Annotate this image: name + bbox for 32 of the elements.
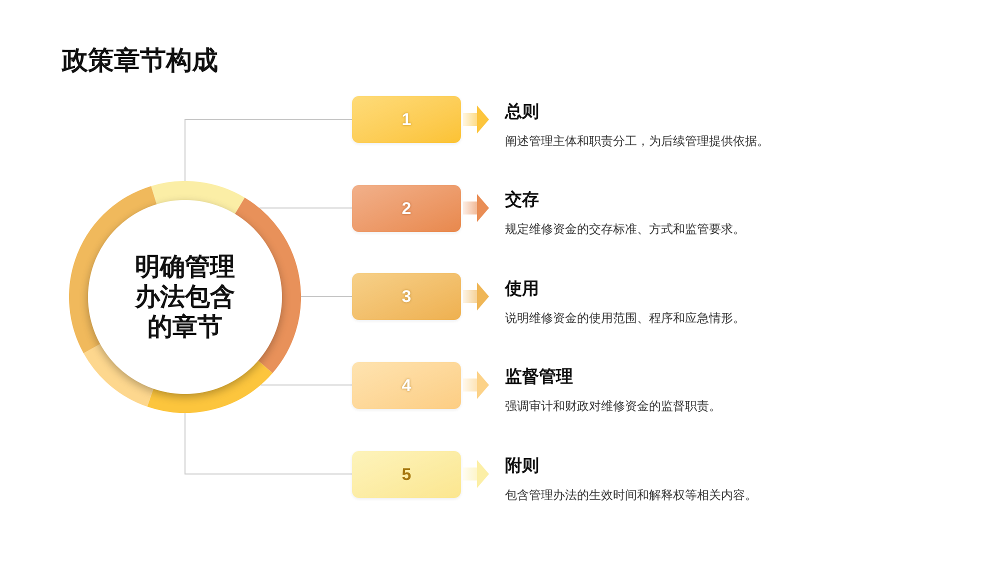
connector-line: [300, 296, 352, 297]
section-heading: 附则: [505, 455, 539, 477]
step-number: 1: [402, 111, 412, 128]
section-heading: 使用: [505, 278, 539, 300]
block-arrow: [463, 194, 489, 222]
connector-line: [260, 384, 352, 386]
section-description: 强调审计和财政对维修资金的监督职责。: [505, 398, 721, 414]
step-box: [352, 362, 461, 408]
block-arrow: [463, 460, 489, 488]
section-heading: 交存: [505, 189, 539, 211]
page-title: 政策章节构成: [62, 44, 218, 77]
step-number: 4: [402, 376, 412, 394]
step-box: [352, 184, 461, 232]
section-description: 阐述管理主体和职责分工，为后续管理提供依据。: [505, 132, 769, 148]
center-ring-circle: [69, 181, 301, 413]
block-arrow: [463, 282, 489, 310]
block-arrow: [463, 371, 489, 399]
center-label: 明确管理办法包含的章节: [134, 252, 236, 342]
step-number: 3: [402, 288, 412, 305]
section-heading: 监督管理: [505, 366, 573, 388]
section-description: 包含管理办法的生效时间和解释权等相关内容。: [505, 487, 757, 503]
step-box: [352, 96, 461, 143]
step-box: [352, 273, 461, 320]
section-description: 规定维修资金的交存标准、方式和监管要求。: [505, 221, 745, 237]
step-number: 2: [402, 200, 412, 216]
connector-line: [184, 412, 352, 474]
step-box: [352, 450, 461, 498]
block-arrow: [463, 106, 489, 134]
section-heading: 总则: [505, 100, 539, 122]
section-description: 说明维修资金的使用范围、程序和应急情形。: [505, 310, 745, 326]
connector-line: [184, 119, 352, 182]
step-number: 5: [402, 466, 412, 482]
